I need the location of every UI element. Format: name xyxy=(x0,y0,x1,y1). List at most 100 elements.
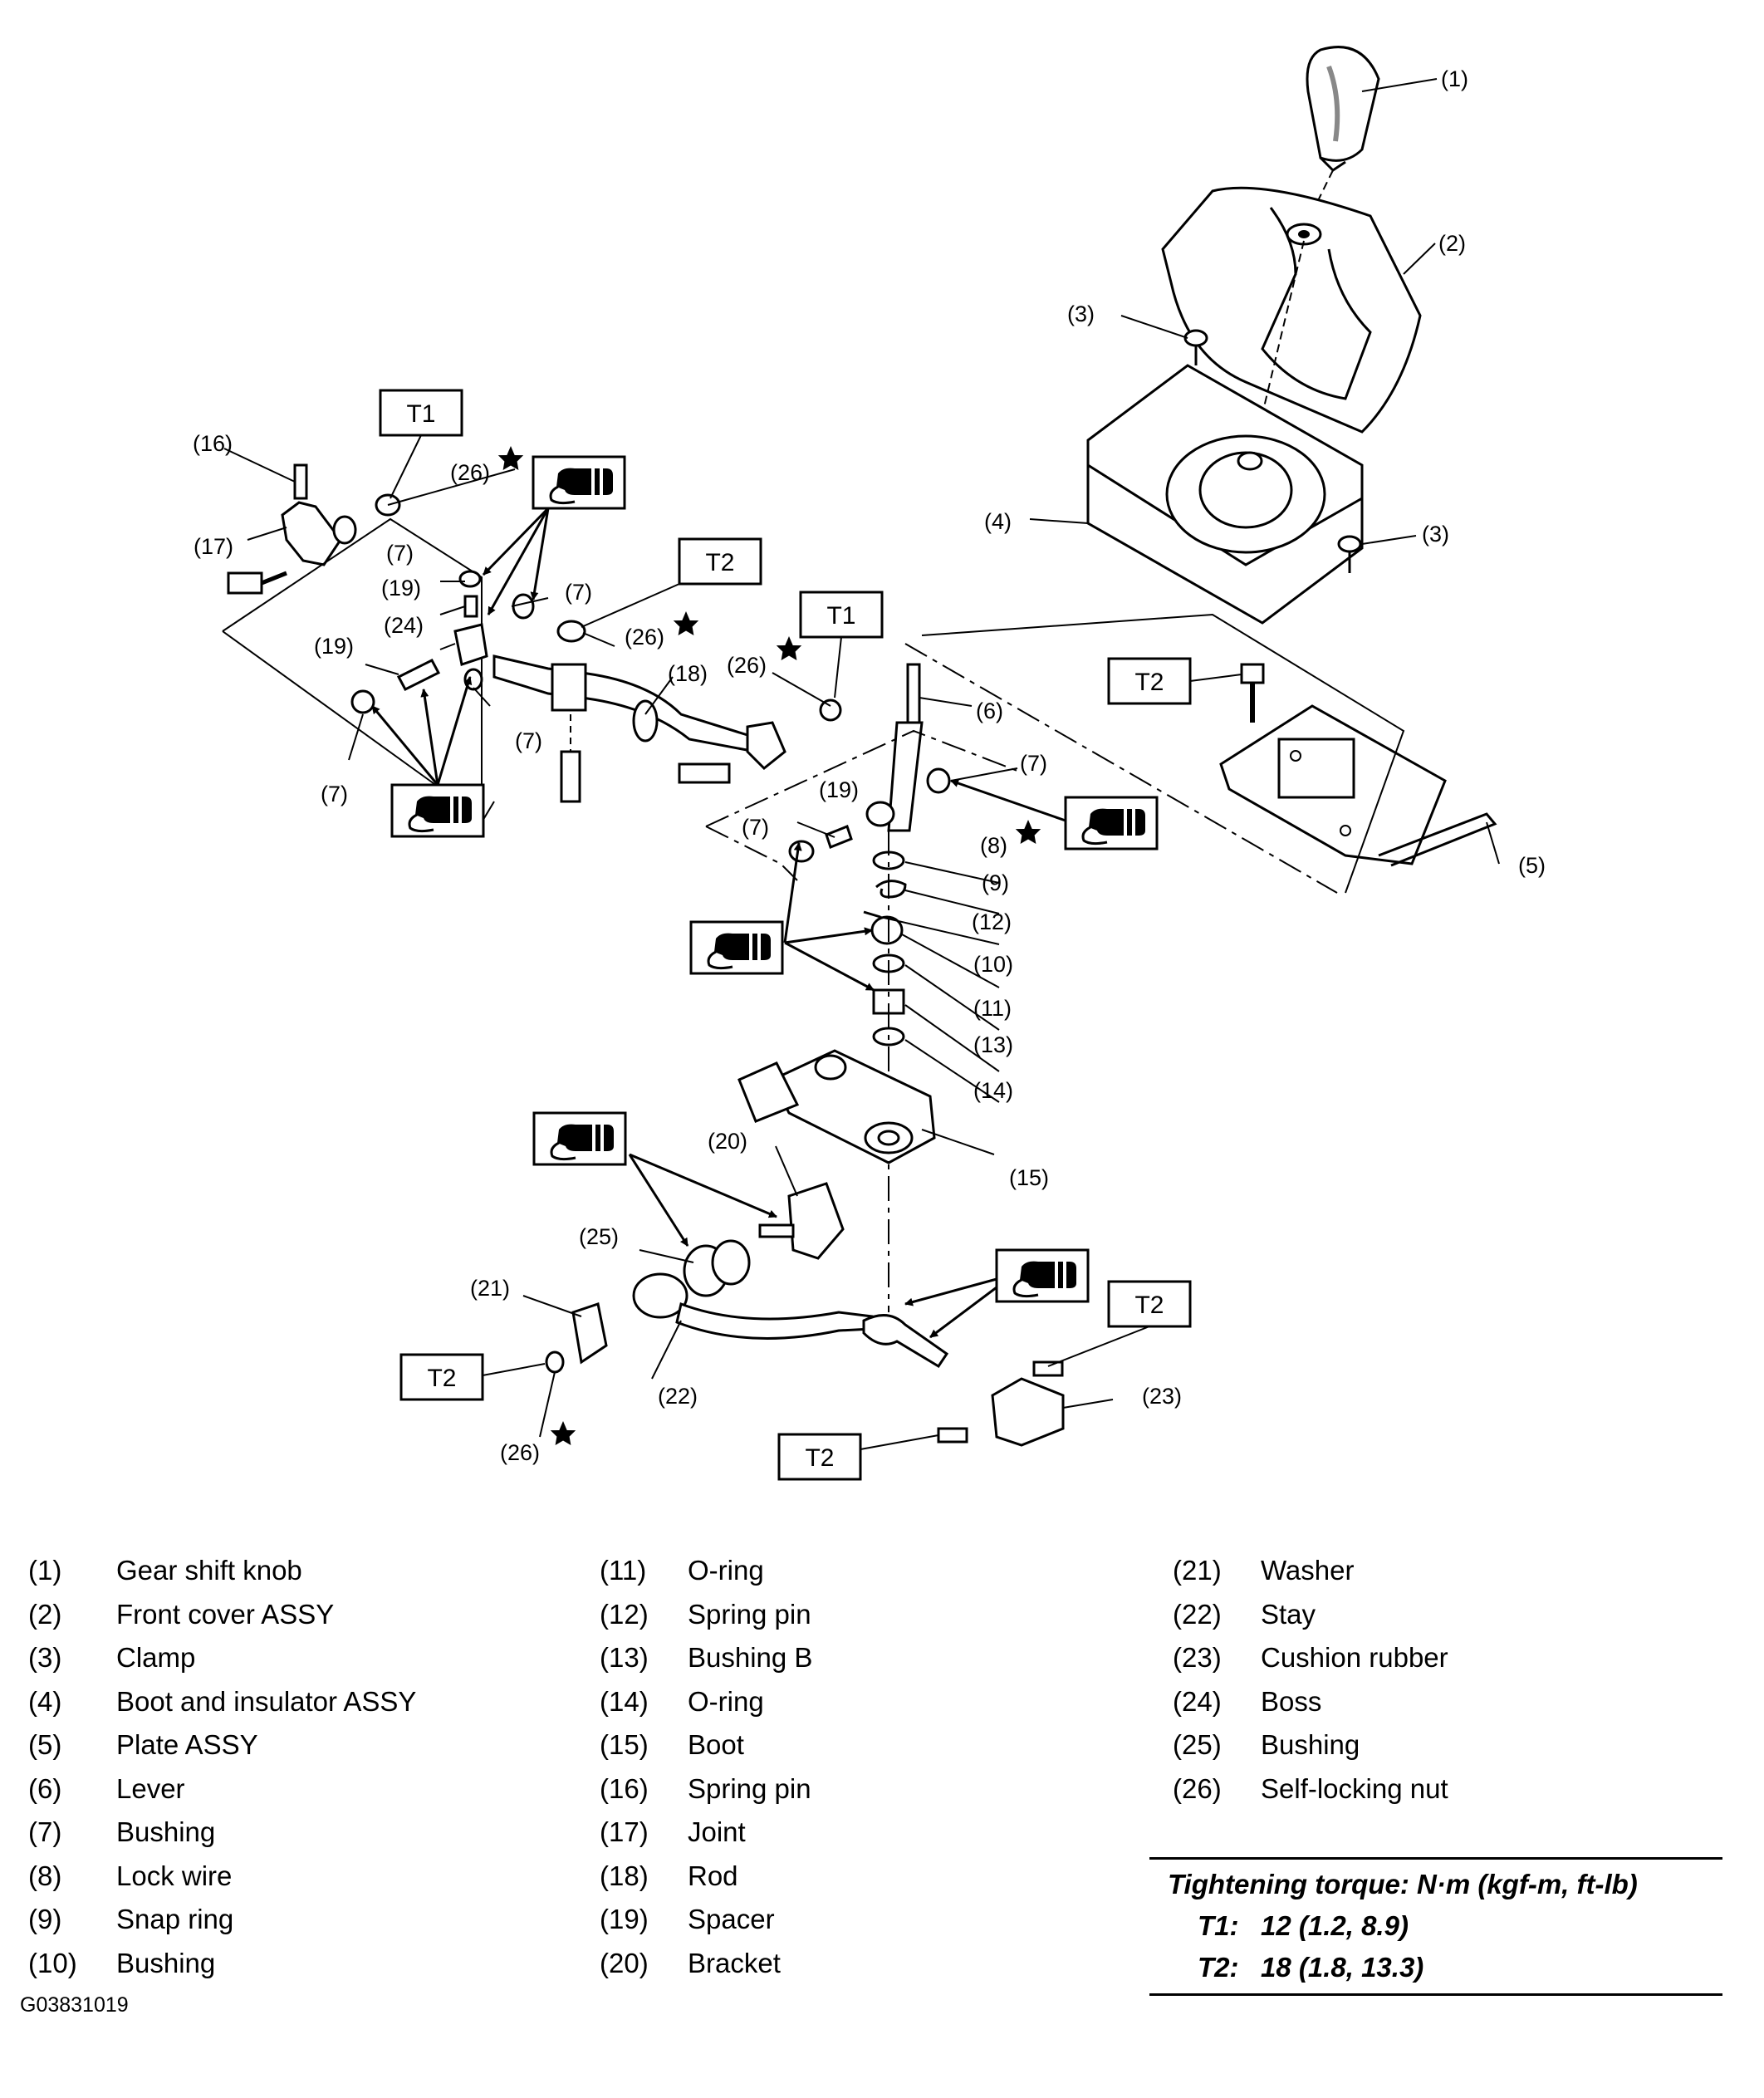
boot-insulator-assy xyxy=(1086,364,1364,625)
part-name: Snap ring xyxy=(116,1904,234,1934)
callout-24: (24) xyxy=(384,613,424,638)
callout-16: (16) xyxy=(193,431,233,456)
part-number: (16) xyxy=(600,1772,649,1804)
part-number: (26) xyxy=(1173,1772,1222,1804)
callout-2: (2) xyxy=(1438,231,1466,256)
plate-boundary-line xyxy=(921,613,1405,894)
callout-17: (17) xyxy=(194,534,233,559)
grease-gun-icon xyxy=(1064,796,1159,850)
part-number: (6) xyxy=(28,1772,62,1804)
part-name: Bushing B xyxy=(688,1642,813,1673)
lever-guide-line-2 xyxy=(705,826,798,881)
torque-title: Tightening torque: N·m (kgf-m, ft-lb) xyxy=(1168,1869,1638,1899)
clamp-lower xyxy=(1337,535,1362,573)
torque-leader xyxy=(581,583,680,628)
part-name: Spacer xyxy=(688,1904,775,1934)
torque-row-t1: T1: 12 (1.2, 8.9) xyxy=(1198,1910,1409,1942)
torque-leader xyxy=(1189,674,1242,682)
callout-4: (4) xyxy=(984,509,1012,534)
part-name: O-ring xyxy=(688,1685,764,1717)
part-number: (9) xyxy=(28,1904,62,1934)
callout-21: (21) xyxy=(470,1276,510,1301)
part-name: Lever xyxy=(116,1772,185,1804)
part-name: Boot and insulator ASSY xyxy=(116,1685,417,1717)
part-name: Front cover ASSY xyxy=(116,1598,335,1630)
plate-assy xyxy=(1219,704,1497,867)
grease-gun-icon xyxy=(532,1111,627,1166)
svg-text:T2: T2 xyxy=(1134,669,1164,696)
rod xyxy=(492,620,842,803)
callout-11: (11) xyxy=(973,996,1012,1021)
part-name: Lock wire xyxy=(116,1860,233,1891)
part-number: (17) xyxy=(600,1816,649,1847)
part-number: (3) xyxy=(28,1642,62,1673)
callout-12: (12) xyxy=(972,909,1012,934)
svg-text:T1: T1 xyxy=(406,400,435,428)
boss-and-spacers xyxy=(350,570,535,714)
torque-box-t2: T2 xyxy=(777,1433,862,1481)
torque-label: T1: xyxy=(1198,1910,1239,1941)
torque-box-t2: T2 xyxy=(1107,1280,1192,1328)
callout-9: (9) xyxy=(982,870,1009,895)
callout-23: (23) xyxy=(1142,1384,1182,1409)
svg-text:T1: T1 xyxy=(826,602,855,630)
torque-leader xyxy=(860,1434,939,1450)
callout-10: (10) xyxy=(973,952,1013,977)
callout-26: (26) xyxy=(450,460,490,485)
svg-text:T2: T2 xyxy=(705,549,734,576)
part-name: Bracket xyxy=(688,1947,781,1978)
joint-assembly xyxy=(227,463,401,595)
part-number: (18) xyxy=(600,1860,649,1891)
callout-26: (26) xyxy=(727,653,767,678)
callout-7: (7) xyxy=(565,580,592,605)
part-number: (5) xyxy=(28,1729,62,1760)
part-name: Bushing xyxy=(116,1947,216,1978)
part-number: (15) xyxy=(600,1729,649,1760)
callout-1: (1) xyxy=(1441,66,1468,91)
torque-box-t1: T1 xyxy=(379,389,463,437)
callout-18: (18) xyxy=(668,661,708,686)
callout-20: (20) xyxy=(708,1129,747,1154)
torque-rule-top xyxy=(1149,1857,1722,1860)
grease-arrows xyxy=(370,507,1066,1339)
part-number: (10) xyxy=(28,1947,77,1978)
callout-3: (3) xyxy=(1067,301,1095,326)
callout-22: (22) xyxy=(658,1384,698,1409)
washer-and-nut xyxy=(545,1302,608,1374)
part-name: Gear shift knob xyxy=(116,1555,302,1586)
part-number: (14) xyxy=(600,1685,649,1717)
torque-leader xyxy=(834,636,842,699)
callout-labels: (1) (2) (3) (3) (4) (5) (6) (7) (8) (9) … xyxy=(193,66,1546,1465)
callout-13: (13) xyxy=(973,1032,1013,1057)
part-number: (1) xyxy=(28,1555,62,1586)
bracket-and-bushing xyxy=(683,1182,845,1297)
part-number: (8) xyxy=(28,1860,62,1891)
part-number: (11) xyxy=(600,1555,647,1586)
part-number: (25) xyxy=(1173,1729,1222,1760)
torque-box-t2: T2 xyxy=(1107,657,1192,705)
callout-8: (8) xyxy=(980,833,1007,858)
callout-14: (14) xyxy=(973,1078,1013,1103)
grease-gun-icon xyxy=(689,920,784,975)
torque-leader xyxy=(482,1363,546,1376)
part-name: Washer xyxy=(1261,1555,1355,1586)
callout-19: (19) xyxy=(314,634,354,659)
figure-code: G03831019 xyxy=(20,1993,129,2017)
svg-text:T2: T2 xyxy=(427,1365,456,1392)
star-icon xyxy=(497,446,524,470)
callout-6: (6) xyxy=(976,699,1003,723)
gear-shift-knob xyxy=(1306,46,1380,172)
part-name: Rod xyxy=(688,1860,738,1891)
torque-row-t2: T2: 18 (1.8, 13.3) xyxy=(1198,1952,1423,1983)
part-number: (21) xyxy=(1173,1555,1222,1586)
grease-gun-icon xyxy=(995,1248,1090,1303)
torque-label: T2: xyxy=(1198,1952,1239,1983)
stay xyxy=(632,1272,949,1369)
torque-box-t1: T1 xyxy=(799,591,884,639)
torque-value: 12 (1.2, 8.9) xyxy=(1261,1910,1409,1941)
cushion-rubber xyxy=(937,1360,1065,1447)
callout-19: (19) xyxy=(819,777,859,802)
callout-7: (7) xyxy=(321,782,348,806)
callout-7: (7) xyxy=(515,728,542,753)
callout-7: (7) xyxy=(742,815,769,840)
